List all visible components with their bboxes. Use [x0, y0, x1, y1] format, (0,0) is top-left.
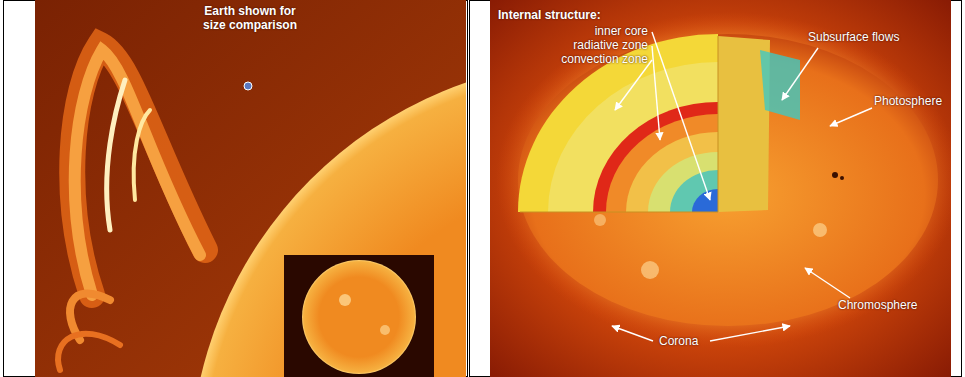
leader-lines: [612, 32, 872, 341]
part-label: radiative zone: [573, 38, 648, 52]
interior-rings: [518, 34, 718, 212]
sun-limb: [190, 60, 466, 377]
inset-frame: [284, 255, 434, 377]
sunspot: [832, 172, 838, 178]
part-label: Corona: [659, 334, 698, 348]
earth-dot: [244, 82, 252, 90]
part-label: convection zone: [561, 52, 648, 66]
prominence-photo: [35, 0, 466, 377]
sun-cutaway: [490, 0, 951, 377]
part-label: Internal structure:: [498, 8, 601, 22]
part-label: Subsurface flows: [808, 30, 899, 44]
subsurface-flow-area: [760, 50, 800, 120]
prominence: [58, 45, 205, 370]
part-label: Chromosphere: [838, 298, 917, 312]
part-label: Earth shown for size comparison: [198, 4, 302, 32]
part-label: Photosphere: [874, 94, 942, 108]
part-label: inner core: [595, 24, 648, 38]
inset-sun: [302, 260, 416, 374]
